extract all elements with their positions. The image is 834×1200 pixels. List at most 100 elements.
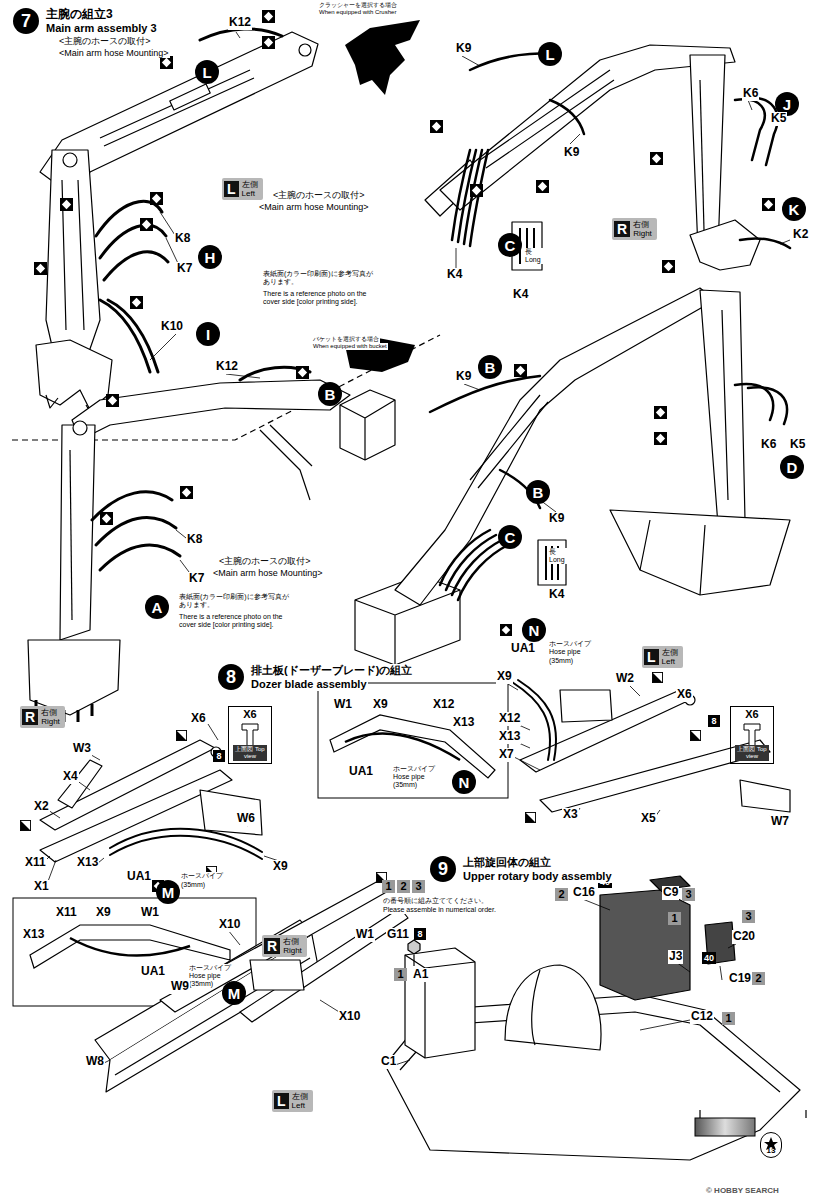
illustration-use: [762, 198, 775, 211]
illustration-path: [550, 100, 584, 134]
illustration-path: [28, 640, 120, 715]
node-text: 上面図 Top view: [735, 745, 769, 761]
note-text: 表紙面(カラー印刷面)に参考写真があります。: [178, 593, 295, 609]
part-number: K12: [228, 16, 252, 30]
node-text: 左側: [662, 648, 678, 657]
illustration-use: [106, 394, 119, 407]
part-number: K6: [760, 438, 777, 452]
arm-bucket-right: [355, 288, 790, 665]
illustration-path: [610, 510, 790, 595]
node-text: 2: [558, 888, 565, 901]
illustration-path: [540, 740, 770, 812]
note-text: 長 Long: [524, 248, 544, 264]
part-number: X2: [33, 800, 50, 814]
part-view-box: X6上面図 Top view: [730, 706, 774, 764]
part-number: C20: [732, 930, 756, 944]
node-text: L: [644, 649, 659, 665]
bolt-icon: [744, 724, 760, 746]
node-text: Left: [292, 1101, 308, 1110]
note-text: Main arm assembly 3: [45, 22, 158, 35]
node-text: I: [206, 327, 210, 342]
illustration-use: [60, 198, 73, 211]
illustration-use: [140, 218, 153, 231]
node-text: 8: [215, 750, 223, 762]
illustration-use: [662, 260, 675, 273]
illustration-use: [654, 432, 667, 445]
illustration-use: [130, 296, 143, 309]
node-text: Right: [633, 229, 652, 238]
part-view-box: X6上面図 Top view: [228, 706, 272, 764]
illustration-use: [536, 180, 549, 193]
part-number: W1: [333, 698, 353, 712]
part-number: W7: [770, 815, 790, 829]
part-number: X5: [640, 812, 657, 826]
part-number: K6: [742, 87, 759, 101]
illustration-path: [520, 690, 694, 772]
illustration-use: [180, 486, 193, 499]
illustration-path: [48, 724, 282, 862]
node-text: 右側: [633, 220, 652, 229]
illustration-path: [200, 790, 262, 835]
illustration-path: [640, 520, 705, 595]
part-number: W9: [170, 980, 190, 994]
order-number: 2: [555, 888, 568, 901]
side-tag: L左側Left: [222, 178, 263, 200]
illustration-path: [70, 450, 72, 620]
note-text: There is a reference photo on the cover …: [262, 290, 374, 306]
illustration-path: [345, 734, 460, 760]
part-number: X6: [676, 688, 693, 702]
callout-letter: H: [198, 245, 222, 269]
inset-frame: [318, 683, 508, 798]
callout-letter: M: [156, 880, 180, 904]
illustration-path: [60, 425, 95, 640]
note-text: (35mm): [180, 881, 206, 889]
part-number: K4: [512, 288, 529, 302]
illustration-circle: [73, 421, 87, 435]
part-number: X9: [496, 670, 513, 684]
part-number: K7: [176, 262, 193, 276]
order-number: 2: [397, 880, 410, 893]
part-number: X6: [190, 712, 207, 726]
color-number: 8: [213, 750, 225, 762]
note-text: Hose pipe: [548, 648, 582, 656]
illustration-path: [748, 387, 787, 424]
part-number: W1: [355, 928, 375, 942]
node-text: L: [224, 181, 239, 197]
illustration-circle: [299, 44, 311, 56]
illustration-path: [700, 1110, 806, 1118]
node-text: C: [505, 530, 516, 545]
part-number: W2: [615, 672, 635, 686]
note-text: <Main arm hose Mounting>: [58, 48, 170, 58]
node-text: D: [787, 460, 798, 475]
illustration-path: [430, 376, 540, 412]
order-number: 3: [412, 880, 425, 893]
illustration-use: [514, 364, 527, 377]
illustration-path: [740, 780, 790, 812]
part-number: C19: [728, 972, 752, 986]
note-text: ホースパイプ: [180, 872, 224, 880]
callout-letter: M: [222, 981, 246, 1005]
illustration-path: [705, 922, 735, 964]
note-text: の番号順に組み立ててください。: [382, 897, 489, 905]
node-text: Right: [283, 946, 302, 955]
part-number: X9: [95, 906, 112, 920]
order-number: 2: [752, 972, 765, 985]
step-number: 7: [13, 8, 39, 34]
inset-detail: [30, 925, 230, 968]
part-number: K8: [186, 533, 203, 547]
illustration-use: [176, 730, 186, 740]
part-number: X1: [33, 880, 50, 894]
part-number: K9: [563, 146, 580, 160]
illustration-path: [260, 425, 312, 500]
node-text: A: [152, 600, 163, 615]
hose-lines: [96, 29, 282, 372]
illustration-path: [250, 960, 304, 990]
node-text: 8: [710, 715, 718, 727]
note-text: 排土板(ドーザーブレード)の組立: [250, 664, 413, 677]
illustration-circle: [63, 153, 77, 167]
illustration-use: [650, 152, 663, 165]
illustration-use: [20, 820, 30, 830]
callout-letter: C: [498, 233, 522, 257]
leader-lines: [38, 32, 790, 1066]
part-number: K12: [215, 360, 239, 374]
